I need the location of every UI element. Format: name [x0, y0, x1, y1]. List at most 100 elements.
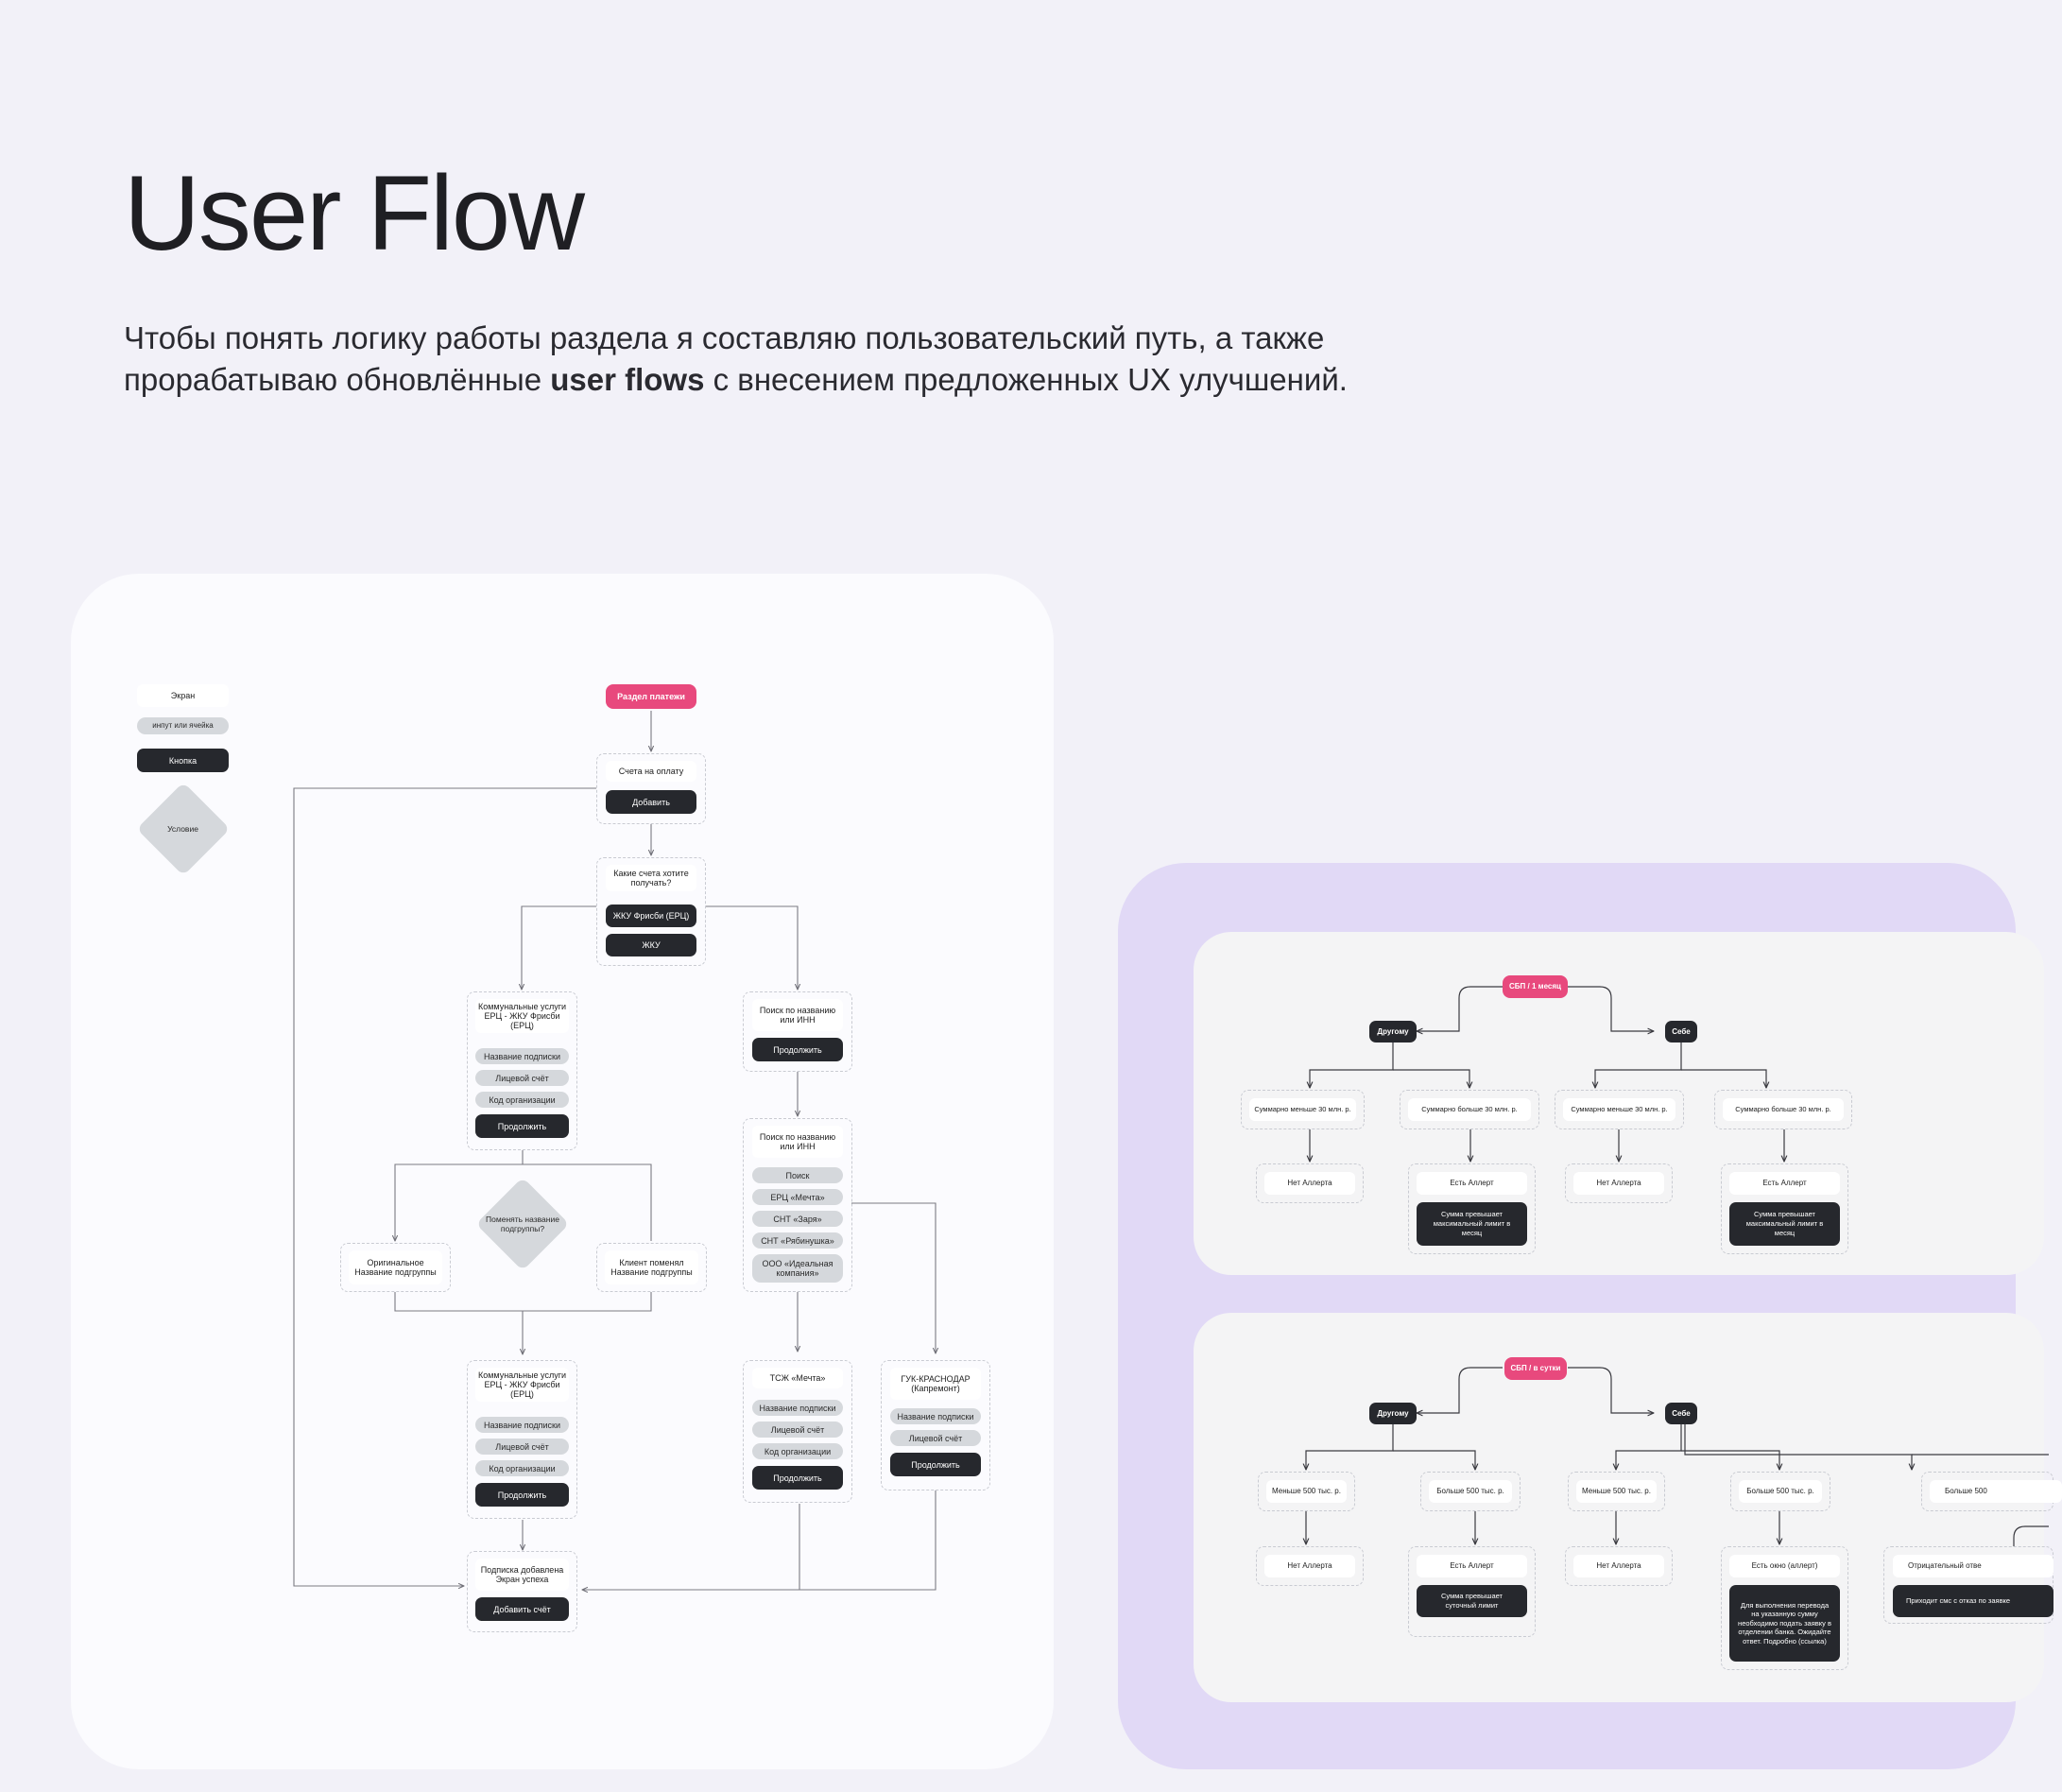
day-less-group — [1568, 1472, 1665, 1511]
original-name-group — [340, 1243, 451, 1292]
continue-button[interactable]: Продолжить — [890, 1453, 981, 1476]
option-zhku-button[interactable]: ЖКУ — [606, 934, 696, 956]
which-accounts-title: Какие счета хотите получать? — [606, 865, 696, 891]
day-connectors — [1194, 1367, 2049, 1546]
org-code-field[interactable]: Код организации — [475, 1460, 569, 1476]
result-item[interactable]: ЕРЦ «Мечта» — [752, 1189, 843, 1205]
erc-form-renamed-group — [467, 1360, 577, 1519]
result-item[interactable]: СНТ «Заря» — [752, 1211, 843, 1227]
account-field[interactable]: Лицевой счёт — [752, 1422, 843, 1438]
sbp-month-root: СБП / 1 месяц — [1503, 975, 1568, 998]
intro-highlight: user flows — [550, 362, 705, 397]
has-alert-node: Есть Аллерт — [1417, 1555, 1527, 1577]
sbp-month-flow: СБП / 1 месяц Другому Себе Суммарно мень… — [1194, 932, 2044, 1275]
month-less-node: Суммарно меньше 30 млн. р. — [1249, 1098, 1356, 1121]
search-input[interactable]: Поиск — [752, 1167, 843, 1183]
day-more-node: Больше 500 тыс. р. — [1429, 1480, 1512, 1503]
which-accounts-group — [596, 857, 706, 966]
has-alert-node: Есть Аллерт — [1417, 1172, 1527, 1195]
erc-form-title: Коммунальные услуги ЕРЦ - ЖКУ Фрисби (ЕР… — [475, 999, 569, 1033]
sbp-limits-panel: СБП / 1 месяц Другому Себе Суммарно мень… — [1118, 863, 2062, 1769]
subscription-name-field[interactable]: Название подписки — [475, 1417, 569, 1433]
option-erc-button[interactable]: ЖКУ Фрисби (ЕРЦ) — [606, 905, 696, 927]
day-less-node: Меньше 500 тыс. р. — [1266, 1480, 1347, 1503]
legend-screen: Экран — [137, 684, 229, 707]
guk-form-group — [881, 1360, 990, 1490]
org-code-field[interactable]: Код организации — [475, 1092, 569, 1108]
bills-screen-group — [596, 753, 706, 824]
erc-form-group — [467, 991, 577, 1150]
continue-button[interactable]: Продолжить — [752, 1466, 843, 1490]
month-less-group — [1241, 1090, 1365, 1129]
has-alert-group — [1408, 1163, 1536, 1254]
search-screen-title: Поиск по названию или ИНН — [752, 999, 843, 1031]
legend-input: инпут или ячейка — [137, 717, 229, 734]
search-continue-button[interactable]: Продолжить — [752, 1038, 843, 1061]
erc-form-title: Коммунальные услуги ЕРЦ - ЖКУ Фрисби (ЕР… — [475, 1368, 569, 1402]
month-more-node: Суммарно больше 30 млн. р. — [1408, 1098, 1531, 1121]
search-results-title: Поиск по названию или ИНН — [752, 1126, 843, 1158]
no-alert-node: Нет Аллерта — [1573, 1172, 1664, 1195]
page-title: User Flow — [124, 154, 585, 272]
no-alert-group — [1565, 1163, 1673, 1203]
rename-condition: Поменять название подгруппы? — [486, 1215, 559, 1233]
has-alert-group — [1721, 1163, 1848, 1254]
has-alert-group — [1408, 1546, 1536, 1637]
month-less-group — [1555, 1090, 1684, 1129]
daily-limit-message: Сумма превышает суточный лимит — [1417, 1585, 1527, 1617]
no-alert-node: Нет Аллерта — [1264, 1555, 1355, 1577]
transfer-self-node: Себе — [1665, 1021, 1697, 1042]
guk-title: ГУК-КРАСНОДАР (Капремонт) — [890, 1368, 981, 1400]
result-item[interactable]: СНТ «Рябинушка» — [752, 1232, 843, 1249]
original-name-node: Оригинальное Название подгруппы — [349, 1250, 442, 1284]
no-alert-node: Нет Аллерта — [1264, 1172, 1355, 1195]
subscription-name-field[interactable]: Название подписки — [752, 1400, 843, 1416]
window-alert-group — [1721, 1546, 1848, 1670]
account-field[interactable]: Лицевой счёт — [475, 1070, 569, 1086]
account-field[interactable]: Лицевой счёт — [475, 1439, 569, 1455]
transfer-other-node: Другому — [1369, 1021, 1417, 1042]
tszh-form-group — [743, 1360, 852, 1503]
negative-answer-group — [1883, 1546, 2053, 1624]
success-title: Подписка добавлена Экран успеха — [475, 1559, 569, 1591]
search-screen-group — [743, 991, 852, 1072]
no-alert-group — [1256, 1546, 1364, 1586]
client-renamed-node: Клиент поменял Название подгруппы — [605, 1250, 698, 1284]
account-field[interactable]: Лицевой счёт — [890, 1430, 981, 1446]
limit-exceeded-message: Сумма превышает максимальный лимит в мес… — [1729, 1202, 1840, 1246]
payments-flow-card: Экран инпут или ячейка Кнопка Условие Ра… — [71, 574, 1054, 1769]
tszh-title: ТСЖ «Мечта» — [752, 1368, 843, 1388]
start-node: Раздел платежи — [606, 684, 696, 709]
continue-button[interactable]: Продолжить — [475, 1114, 569, 1138]
limit-exceeded-message: Сумма превышает максимальный лимит в мес… — [1417, 1202, 1527, 1246]
day-more-group — [1420, 1472, 1521, 1511]
add-account-button[interactable]: Добавить счёт — [475, 1597, 569, 1621]
month-less-node: Суммарно меньше 30 млн. р. — [1563, 1098, 1675, 1121]
add-button[interactable]: Добавить — [606, 790, 696, 814]
month-more-node: Суммарно больше 30 млн. р. — [1723, 1098, 1844, 1121]
sbp-day-flow: СБП / в сутки Другому Себе Меньше 500 ты… — [1194, 1313, 2062, 1702]
transfer-self-node: Себе — [1665, 1403, 1697, 1424]
transfer-other-node: Другому — [1369, 1403, 1417, 1424]
no-alert-node: Нет Аллерта — [1573, 1555, 1664, 1577]
subscription-name-field[interactable]: Название подписки — [475, 1048, 569, 1064]
org-code-field[interactable]: Код организации — [752, 1443, 843, 1459]
sms-refusal-message: Приходит смс с отказ по заявке — [1893, 1585, 2053, 1617]
negative-answer-node: Отрицательный отве — [1893, 1555, 2053, 1577]
result-item[interactable]: ООО «Идеальная компания» — [752, 1254, 843, 1283]
client-renamed-group — [596, 1243, 707, 1292]
page-intro: Чтобы понять логику работы раздела я сос… — [124, 320, 1348, 397]
no-alert-group — [1565, 1546, 1673, 1586]
month-connectors — [1194, 986, 2044, 1275]
no-alert-group — [1256, 1163, 1364, 1203]
month-more-group — [1714, 1090, 1852, 1129]
continue-button[interactable]: Продолжить — [475, 1483, 569, 1507]
bills-title: Счета на оплату — [606, 761, 696, 782]
legend-button: Кнопка — [137, 749, 229, 772]
day-less-group — [1258, 1472, 1355, 1511]
sbp-day-root: СБП / в сутки — [1504, 1357, 1567, 1380]
day-more-node: Больше 500 тыс. р. — [1739, 1480, 1822, 1503]
flow-connectors — [293, 711, 1054, 1769]
subscription-name-field[interactable]: Название подписки — [890, 1408, 981, 1424]
window-alert-node: Есть окно (аллерт) — [1729, 1555, 1840, 1577]
